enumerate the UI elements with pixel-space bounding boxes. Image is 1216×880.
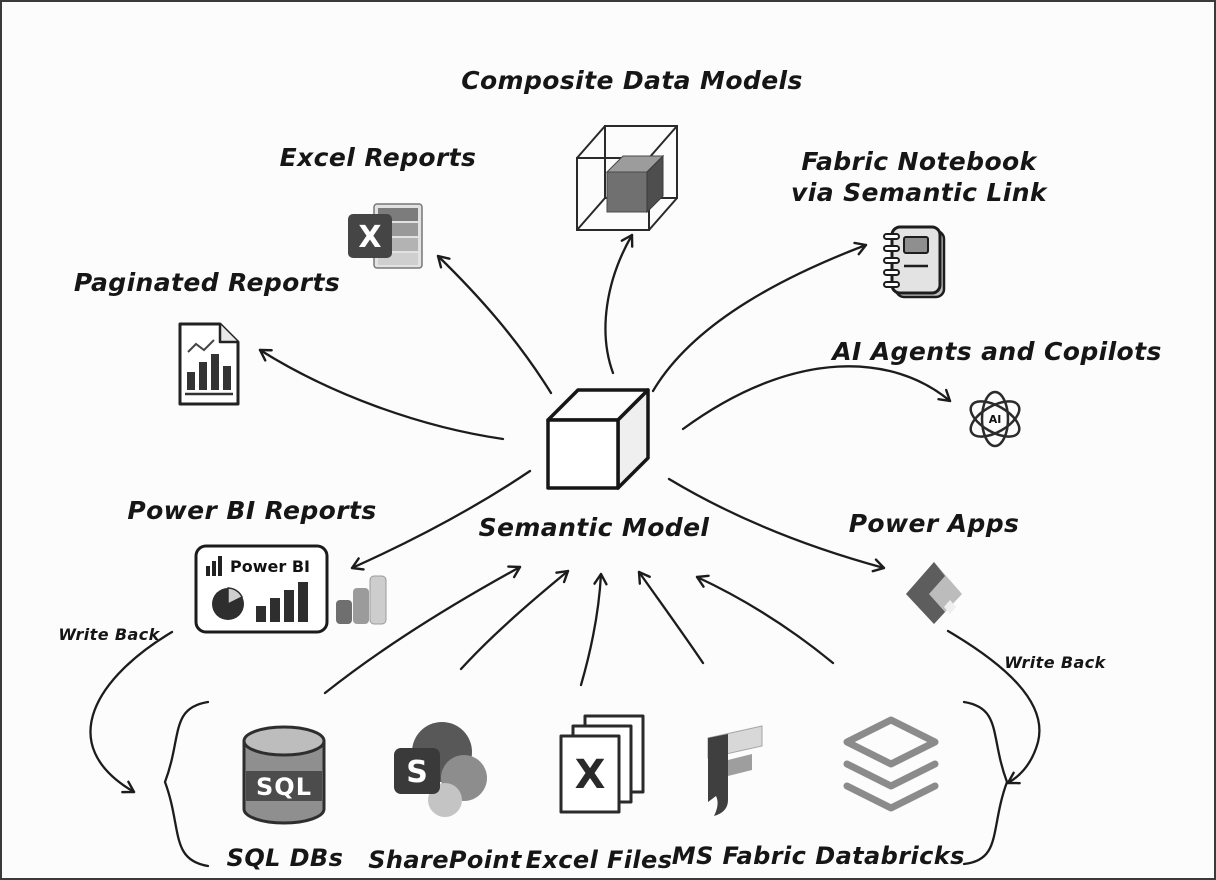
arrow-to-fabric-notebook [651, 241, 868, 393]
label-write-back-left: Write Back [58, 625, 160, 644]
arrow-to-composite [604, 233, 634, 375]
label-ms-fabric: MS Fabric [671, 842, 807, 870]
arrow-to-paginated-reports [258, 348, 505, 441]
sql-icon-text: SQL [256, 773, 312, 801]
arrow-from-excel-files [579, 572, 608, 687]
label-databricks: Databricks [815, 842, 965, 870]
semantic-model-cube-icon [542, 384, 654, 494]
label-write-back-right: Write Back [1004, 653, 1106, 672]
arrow-from-sharepoint [459, 569, 570, 671]
label-ai-agents: AI Agents and Copilots [832, 337, 1162, 366]
arrow-from-sql [323, 565, 522, 695]
excel-reports-icon: X [344, 198, 428, 278]
power-bi-card-text: Power BI [230, 557, 310, 576]
sql-dbs-icon: SQL [239, 725, 329, 827]
power-bi-card-icon: Power BI [194, 544, 329, 634]
brace-right [962, 700, 1009, 866]
arrow-from-ms-fabric [637, 570, 705, 665]
label-power-apps: Power Apps [848, 509, 1020, 538]
excel-files-letter: X [575, 752, 606, 798]
fabric-notebook-icon [876, 222, 946, 300]
brace-left [163, 700, 210, 868]
sharepoint-icon: S [390, 718, 490, 820]
arrow-to-power-apps [667, 477, 886, 573]
ms-fabric-icon [690, 718, 780, 822]
excel-reports-letter: X [358, 220, 381, 255]
power-bi-logo-icon [334, 572, 392, 630]
label-composite-data-models: Composite Data Models [461, 66, 803, 95]
sharepoint-icon-text: S [406, 755, 428, 790]
label-fabric-notebook-line2: via Semantic Link [791, 178, 1047, 207]
arrow-to-power-bi [350, 469, 532, 571]
label-fabric-notebook: Fabric Notebook via Semantic Link [791, 146, 1047, 208]
ai-badge-text: AI [989, 413, 1002, 426]
label-semantic-model: Semantic Model [478, 513, 710, 542]
label-sql-dbs: SQL DBs [226, 844, 344, 872]
power-apps-icon [900, 556, 968, 628]
label-power-bi-reports: Power BI Reports [127, 496, 377, 525]
databricks-icon [835, 712, 947, 822]
arrow-to-excel-reports [436, 254, 553, 395]
arrow-to-ai-agents [681, 365, 952, 431]
composite-cube-icon [565, 114, 683, 236]
ai-agents-icon: AI [964, 388, 1026, 450]
label-excel-files: Excel Files [525, 846, 673, 874]
paginated-reports-icon [174, 320, 244, 408]
excel-files-icon: X [545, 712, 649, 824]
arrow-write-back-right [946, 629, 1041, 785]
label-fabric-notebook-line1: Fabric Notebook [801, 147, 1037, 176]
label-sharepoint: SharePoint [368, 846, 522, 874]
arrow-write-back-left [89, 630, 174, 794]
arrow-from-databricks [695, 574, 835, 665]
label-paginated-reports: Paginated Reports [73, 268, 341, 297]
label-excel-reports: Excel Reports [279, 143, 477, 172]
